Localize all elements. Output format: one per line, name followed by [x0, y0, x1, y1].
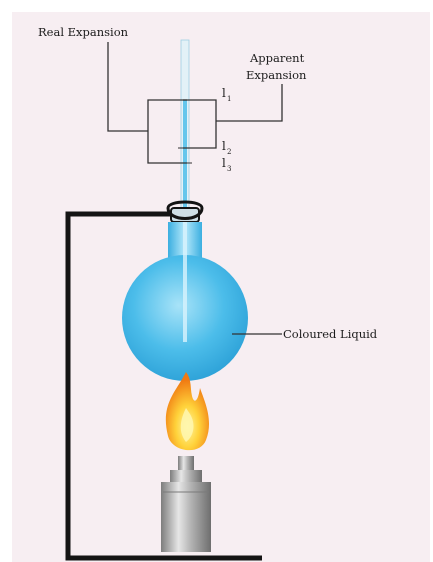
burner-nozzle [178, 456, 194, 472]
apparent-expansion-leader [216, 84, 283, 122]
stand-frame [65, 211, 262, 561]
burner-collar [170, 470, 202, 484]
tube-inside-flask [183, 222, 187, 342]
level-label-l2: l [222, 139, 226, 153]
level-label-l3: l [222, 156, 226, 170]
level-label-l1-sub: 1 [227, 95, 231, 103]
apparent-expansion-label-line2: Expansion [246, 68, 307, 82]
real-expansion-label: Real Expansion [38, 25, 129, 39]
apparent-expansion-bracket [183, 99, 217, 149]
clamp-ring [166, 200, 204, 220]
coloured-liquid-label: Coloured Liquid [283, 327, 378, 341]
flame-core [180, 408, 194, 442]
apparent-expansion-label-line1: Apparent [249, 51, 305, 65]
level-label-l2-sub: 2 [227, 148, 231, 156]
level-label-l3-sub: 3 [227, 165, 231, 173]
burner-body [161, 482, 211, 552]
tube-liquid-column [183, 100, 187, 220]
real-expansion-leader [107, 42, 148, 132]
level-label-l1: l [222, 86, 226, 100]
